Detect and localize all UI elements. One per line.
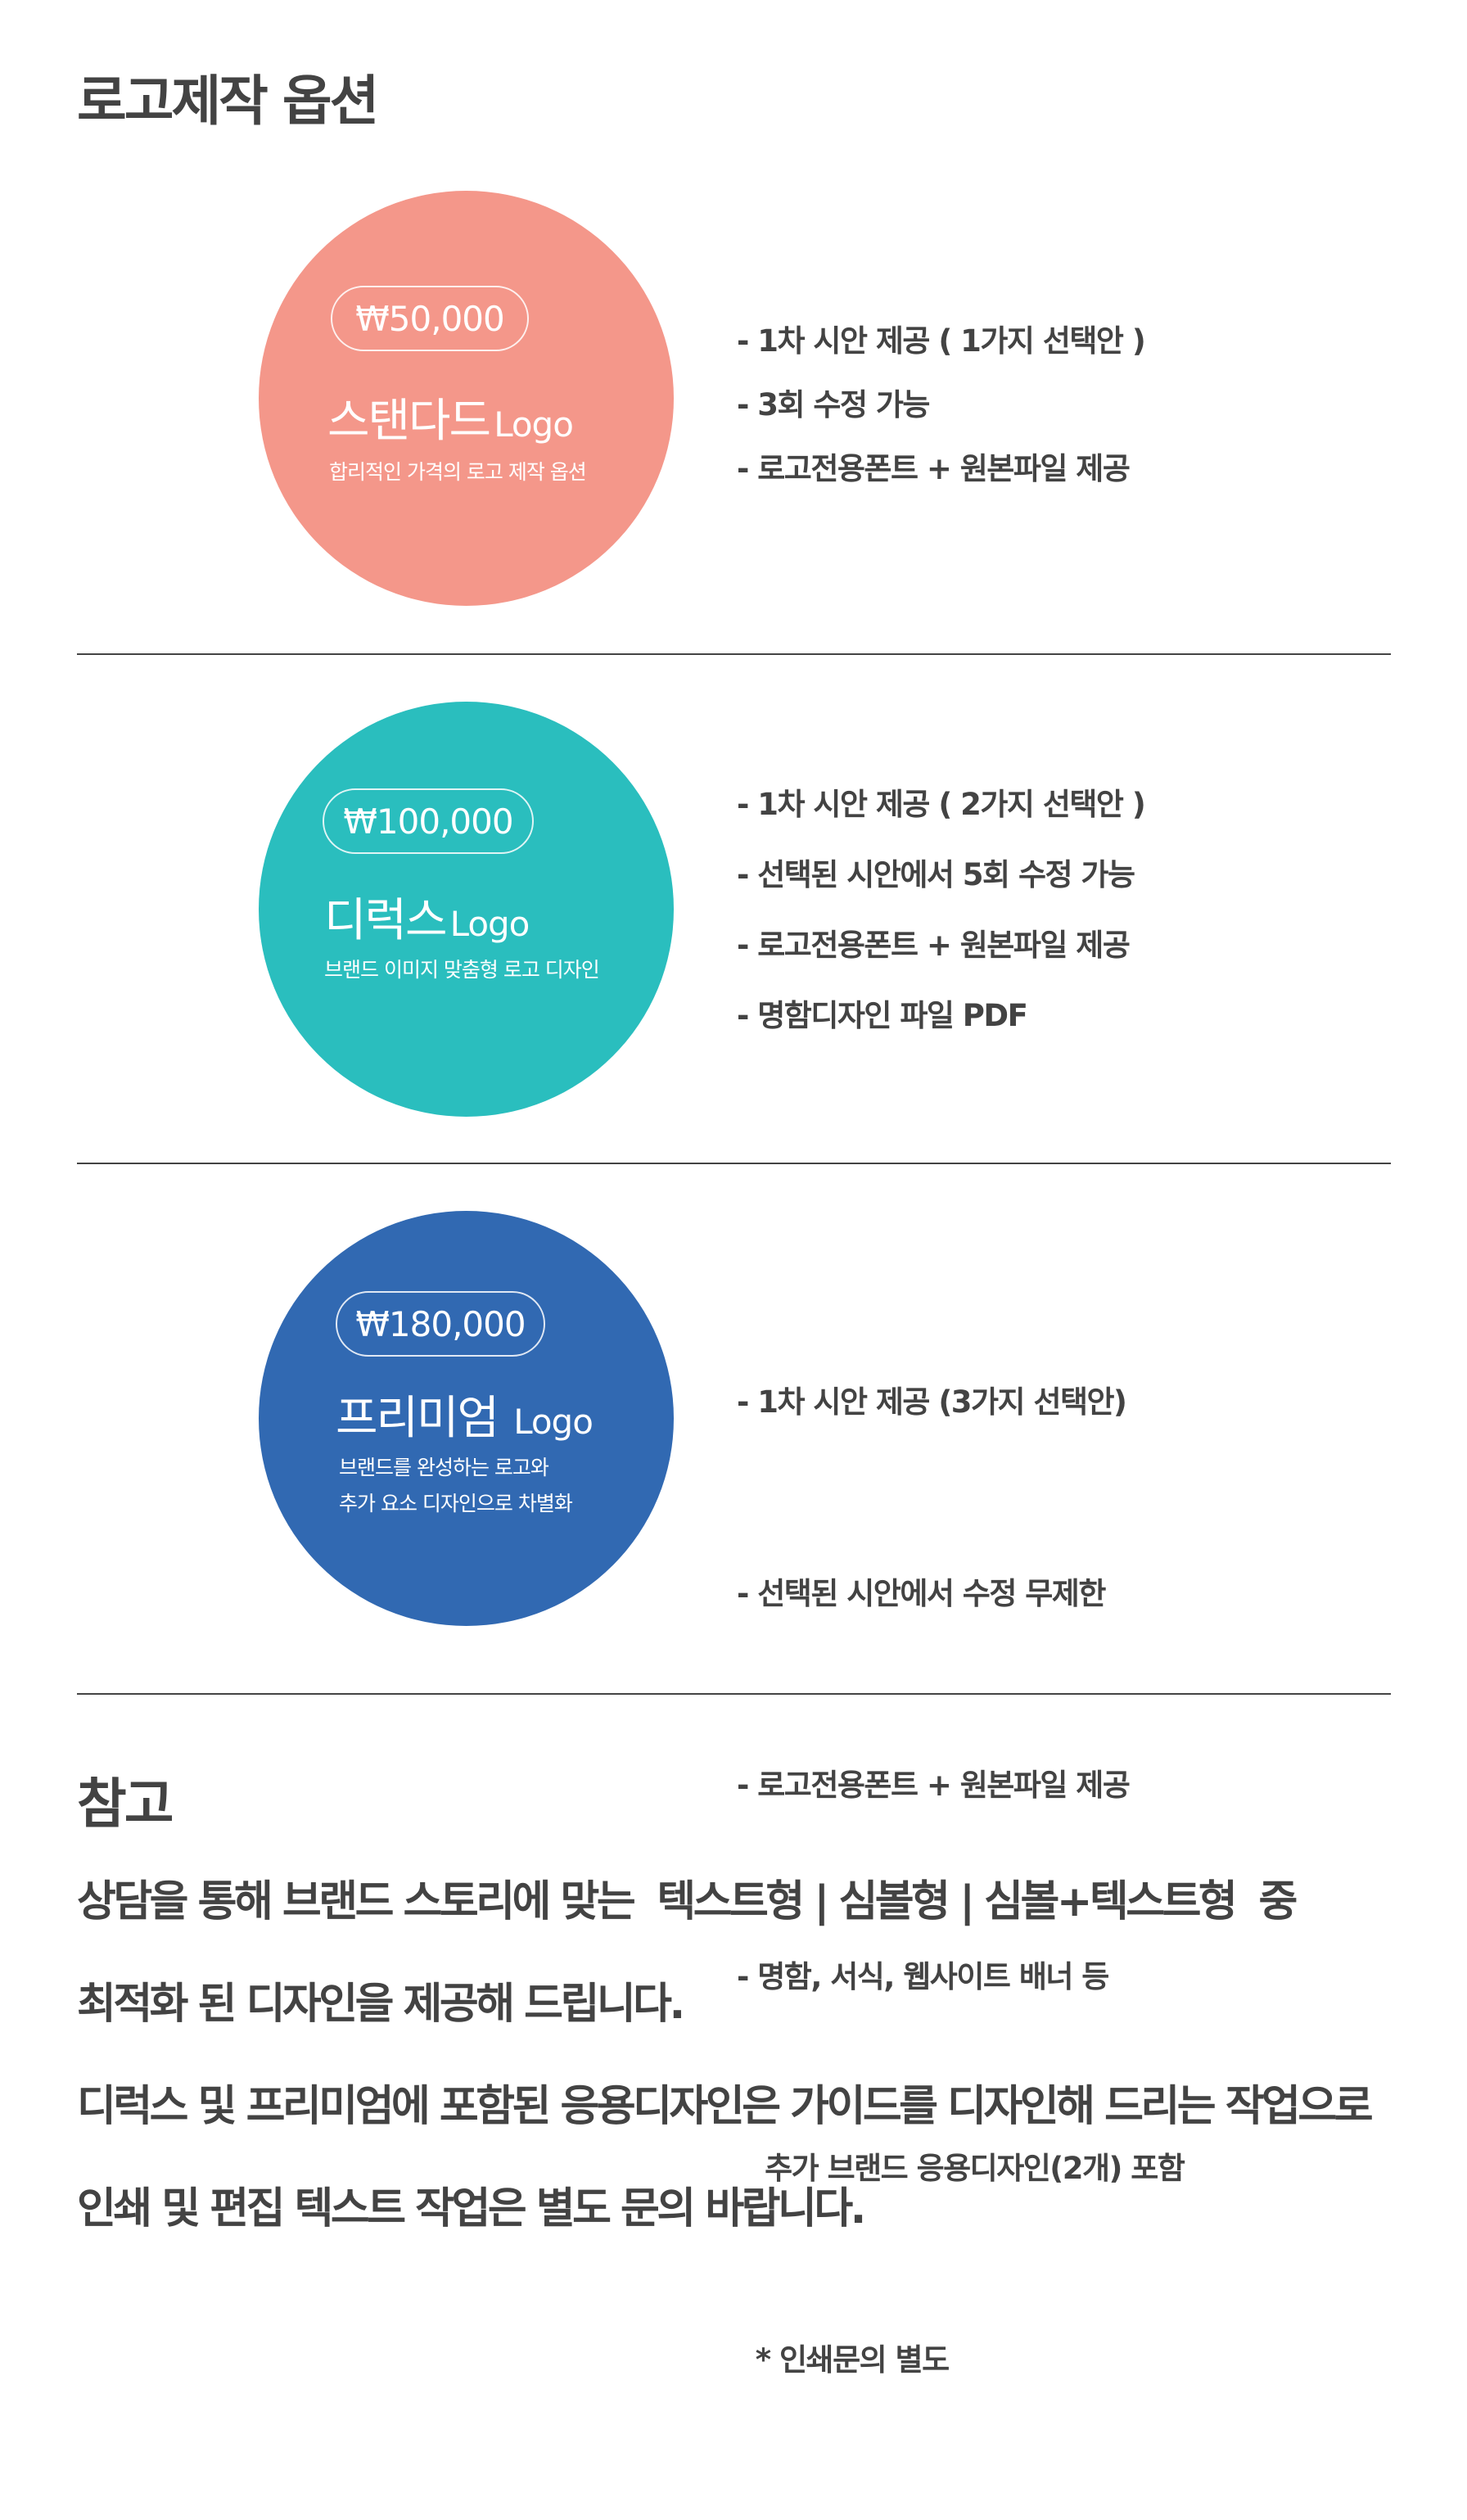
plan-standard-badge-circle: ₩50,000 스탠다드 Logo 합리적인 가격의 로고 제작 옵션 bbox=[259, 191, 674, 606]
plan-description: 합리적인 가격의 로고 제작 옵션 bbox=[329, 460, 587, 484]
price: ₩100,000 bbox=[343, 801, 513, 842]
feature-item: - 로고전용폰트 + 원본파일 제공 bbox=[737, 1768, 1131, 1803]
plan-deluxe-features: - 1차 시안 제공 ( 2가지 선택안 ) - 선택된 시안에서 5회 수정 … bbox=[737, 770, 1146, 1051]
plan-premium-badge-circle: ₩180,000 프리미엄 Logo 브랜드를 완성하는 로고와 추가 요소 디… bbox=[259, 1211, 674, 1626]
feature-item: - 명함, 서식, 웹사이트 배너 등 bbox=[737, 1959, 1109, 1994]
price: ₩50,000 bbox=[355, 298, 504, 339]
feature-item: - 1차 시안 제공 ( 1가지 선택안 ) bbox=[737, 323, 1146, 359]
feature-item: - 선택된 시안에서 수정 무제한 bbox=[737, 1576, 1106, 1611]
plan-name: 디럭스 Logo bbox=[324, 894, 530, 947]
feature-item: - 1차 시안 제공 (3가지 선택안) bbox=[737, 1384, 1127, 1420]
plan-description: 브랜드를 완성하는 로고와 추가 요소 디자인으로 차별화 bbox=[339, 1456, 573, 1515]
plan-deluxe-badge-circle: ₩100,000 디럭스 Logo 브랜드 이미지 맞춤형 로고 디자인 bbox=[259, 702, 674, 1117]
feature-item: 추가 브랜드 응용디자인(2개) 포함 bbox=[737, 2151, 1185, 2186]
plan-name: 스탠다드 Logo bbox=[327, 395, 574, 448]
price-pill: ₩50,000 bbox=[331, 286, 529, 351]
plan-name: 프리미엄 Logo bbox=[336, 1392, 594, 1445]
section-divider bbox=[77, 653, 1391, 655]
plan-description: 브랜드 이미지 맞춤형 로고 디자인 bbox=[324, 958, 600, 982]
feature-item: - 1차 시안 제공 ( 2가지 선택안 ) bbox=[737, 787, 1146, 822]
feature-item: - 명함디자인 파일 PDF bbox=[737, 998, 1028, 1033]
feature-item: - 로고전용폰트 + 원본파일 제공 bbox=[737, 451, 1131, 486]
price-pill: ₩180,000 bbox=[336, 1291, 545, 1357]
feature-item: - 로고전용폰트 + 원본파일 제공 bbox=[737, 928, 1131, 963]
notes-line: 인쇄 및 편집 텍스트 작업은 별도 문의 바랍니다. bbox=[77, 2184, 866, 2233]
price: ₩180,000 bbox=[355, 1303, 526, 1344]
plan-standard-features: - 1차 시안 제공 ( 1가지 선택안 ) - 3회 수정 가능 - 로고전용… bbox=[737, 309, 1146, 501]
page-title: 로고제작 옵션 bbox=[77, 70, 379, 133]
notes-line: 디럭스 및 프리미엄에 포함된 응용디자인은 가이드를 디자인해 드리는 작업으… bbox=[77, 2082, 1374, 2131]
notes-line: 상담을 통해 브랜드 스토리에 맞는 텍스트형 | 심볼형 | 심볼+텍스트형 … bbox=[77, 1877, 1298, 1926]
notes-line: 최적화 된 디자인을 제공해 드립니다. bbox=[77, 1980, 685, 2029]
feature-item: * 인쇄문의 별도 bbox=[737, 2342, 950, 2378]
section-divider bbox=[77, 1693, 1391, 1695]
feature-item: - 3회 수정 가능 bbox=[737, 387, 930, 422]
notes-title: 참고 bbox=[77, 1773, 174, 1836]
feature-item: - 선택된 시안에서 5회 수정 가능 bbox=[737, 857, 1135, 892]
section-divider bbox=[77, 1163, 1391, 1164]
price-pill: ₩100,000 bbox=[323, 788, 534, 854]
